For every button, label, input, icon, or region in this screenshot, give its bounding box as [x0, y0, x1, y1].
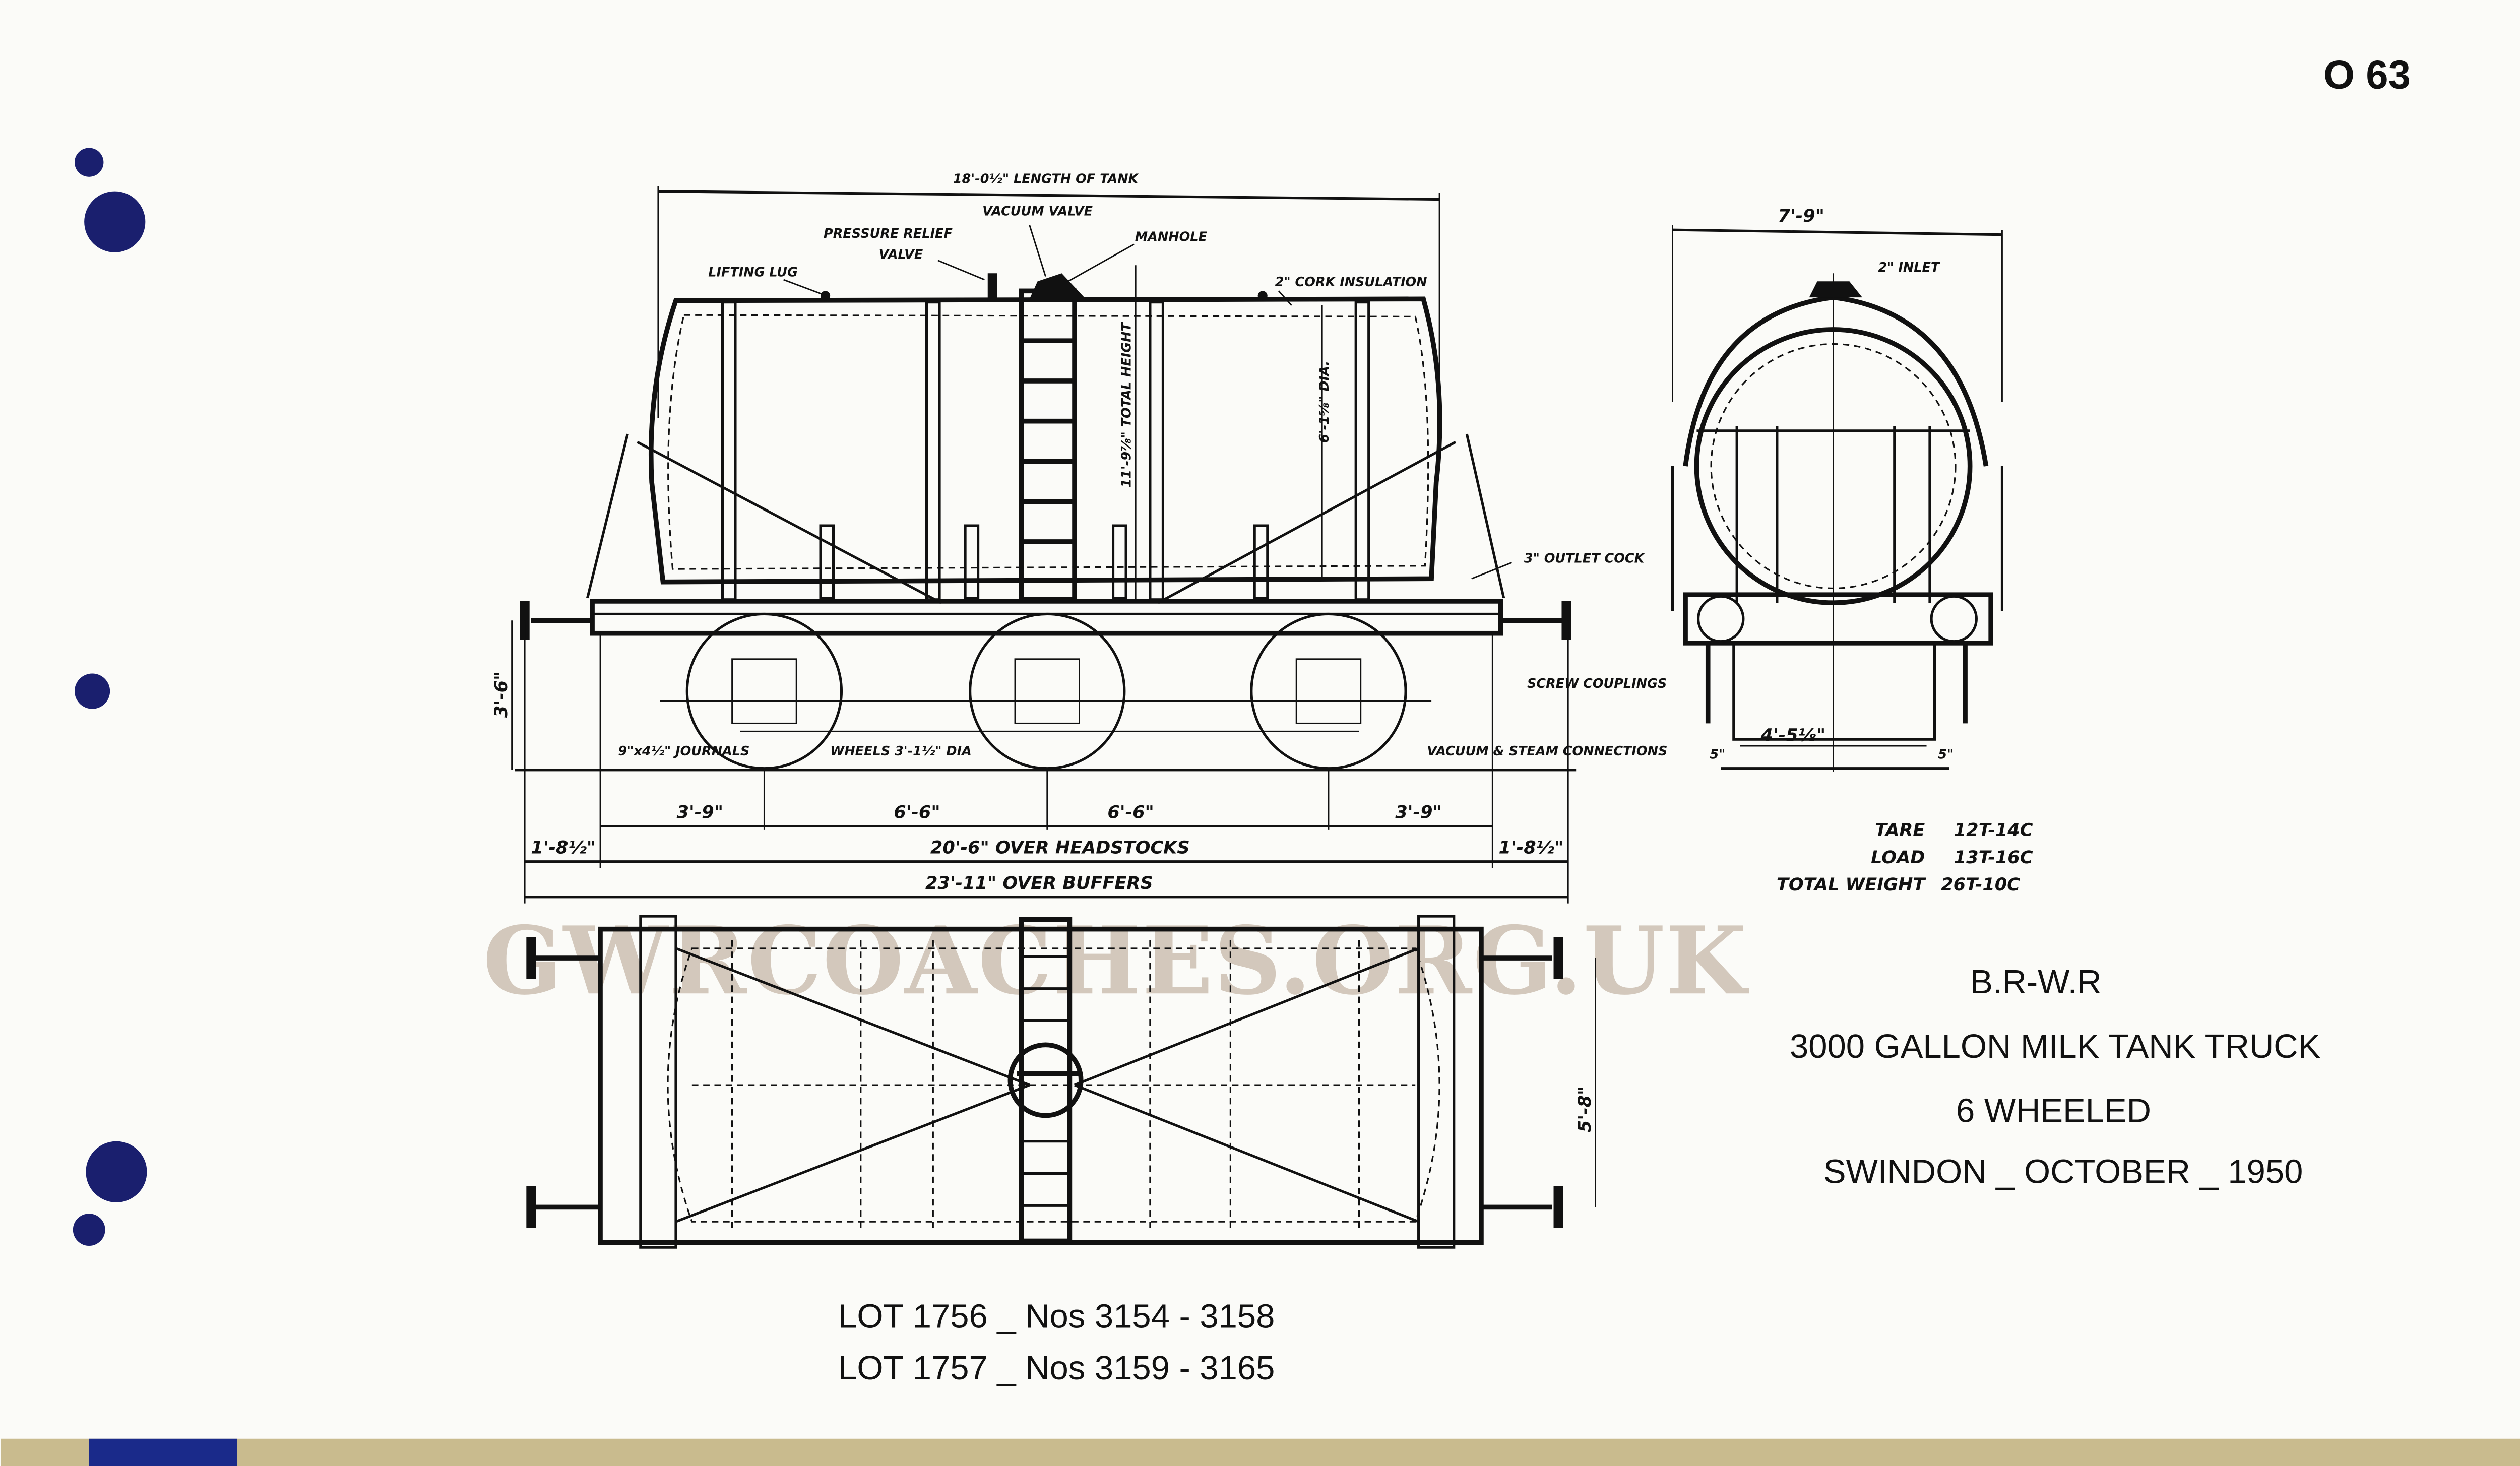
title-railway: B.R-W.R — [1970, 963, 2101, 1001]
weight-value: 13T-16C — [1954, 847, 2033, 868]
side-elevation: 18'-0½" LENGTH OF TANK PRESSURE RELIEF V… — [491, 172, 1667, 904]
title-wheels: 6 WHEELED — [1956, 1092, 2151, 1129]
lifting-lug-label: LIFTING LUG — [708, 265, 798, 280]
inlet-label: 2" INLET — [1878, 260, 1941, 275]
plan-view: 5'-8" — [526, 915, 1596, 1249]
title-vehicle: 3000 GALLON MILK TANK TRUCK — [1790, 1028, 2320, 1065]
flange-left-dim: 5" — [1710, 747, 1725, 762]
weight-label: TARE — [1875, 820, 1925, 841]
title-block: B.R-W.R 3000 GALLON MILK TANK TRUCK 6 WH… — [1790, 963, 2320, 1190]
end-elevation: 7'-9" 2" INLET 4'-5⅛" 5" 5" — [1671, 206, 2004, 772]
sheet-id: O 63 — [2323, 52, 2411, 97]
total-height-label: 11'-9⅞" TOTAL HEIGHT — [1119, 321, 1135, 487]
headstocks-dim: 20'-6" OVER HEADSTOCKS — [930, 838, 1190, 858]
lot-line: LOT 1756 _ Nos 3154 - 3158 — [838, 1298, 1275, 1335]
end-width-dim: 7'-9" — [1778, 206, 1824, 226]
weight-value: 12T-14C — [1954, 820, 2033, 841]
cork-insulation-label: 2" CORK INSULATION — [1275, 275, 1427, 290]
tank-diameter-label: 6'-1⅝" DIA. — [1317, 361, 1332, 443]
weight-label: TOTAL WEIGHT — [1777, 874, 1927, 895]
weight-label: LOAD — [1871, 847, 1925, 868]
screw-couplings-label: SCREW COUPLINGS — [1527, 676, 1667, 691]
weights-table: TARE 12T-14C LOAD 13T-16C TOTAL WEIGHT 2… — [1777, 820, 2033, 895]
watermark: GWRCOACHES.ORG.UK — [483, 906, 1753, 1015]
outlet-cock-label: 3" OUTLET COCK — [1524, 551, 1646, 566]
pressure-relief-label-2: VALVE — [879, 247, 923, 263]
pressure-relief-label: PRESSURE RELIEF — [824, 226, 953, 241]
vacuum-valve-label: VACUUM VALVE — [982, 204, 1093, 219]
journals-label: 9"x4½" JOURNALS — [618, 744, 749, 759]
buffer-right-dim: 1'-8½" — [1499, 838, 1564, 858]
weight-value: 26T-10C — [1941, 874, 2020, 895]
vacuum-steam-label: VACUUM & STEAM CONNECTIONS — [1427, 744, 1667, 759]
wheelbase-dim-4: 3'-9" — [1395, 802, 1441, 823]
wheelbase-dim-2: 6'-6" — [894, 802, 940, 823]
wheelbase-dim-3: 6'-6" — [1107, 802, 1154, 823]
tank-length-label: 18'-0½" LENGTH OF TANK — [953, 172, 1140, 187]
flange-right-dim: 5" — [1938, 747, 1954, 762]
lot-line: LOT 1757 _ Nos 3159 - 3165 — [838, 1349, 1275, 1387]
manhole-label: MANHOLE — [1135, 229, 1208, 244]
wheels-label: WHEELS 3'-1½" DIA — [830, 744, 972, 759]
buffer-height-label: 3'-6" — [491, 671, 512, 718]
punch-holes — [73, 148, 147, 1246]
wheelbase-dim-1: 3'-9" — [677, 802, 723, 823]
bottom-edge-strip — [1, 1438, 2520, 1466]
gauge-dim: 4'-5⅛" — [1760, 725, 1825, 745]
title-date: SWINDON _ OCTOBER _ 1950 — [1823, 1153, 2303, 1191]
buffers-dim: 23'-11" OVER BUFFERS — [925, 873, 1153, 894]
buffer-left-dim: 1'-8½" — [531, 838, 596, 858]
plan-width-dim: 5'-8" — [1574, 1086, 1595, 1132]
